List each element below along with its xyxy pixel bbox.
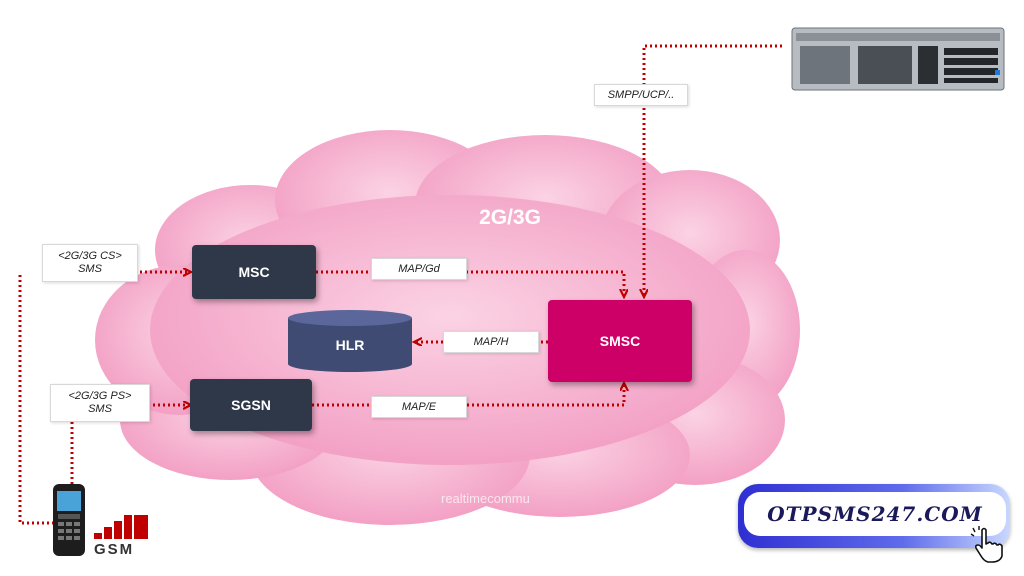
site-badge-text: OTPSMS247.COM	[767, 502, 983, 526]
hlr-node[interactable]	[288, 310, 412, 372]
smsc-node[interactable]: SMSC	[548, 300, 692, 382]
gsm-logo-text: GSM	[94, 541, 134, 558]
msc-label: MSC	[238, 264, 270, 280]
msc-node[interactable]: MSC	[192, 245, 316, 299]
gsm-logo: GSM	[94, 515, 148, 558]
map-gd-label: MAP/Gd	[371, 258, 467, 280]
site-badge[interactable]: OTPSMS247.COM	[738, 484, 1010, 548]
phone-to-cs-line	[18, 272, 54, 525]
sgsn-label: SGSN	[231, 397, 271, 413]
map-e-label: MAP/E	[371, 396, 467, 418]
server-smsc-arrow	[644, 44, 782, 296]
watermark-text: realtimecommu	[441, 491, 530, 506]
site-badge-inner: OTPSMS247.COM	[744, 492, 1006, 536]
map-h-label: MAP/H	[443, 331, 539, 353]
sgsn-smsc-arrow	[312, 384, 624, 407]
server-icon	[791, 27, 1005, 91]
sgsn-node[interactable]: SGSN	[190, 379, 312, 431]
smpp-label: SMPP/UCP/..	[594, 84, 688, 106]
hlr-label-box: HLR	[288, 322, 412, 368]
pointer-hand-icon	[970, 526, 1003, 563]
cloud-shape	[95, 130, 800, 525]
cs-sms-label: <2G/3G CS> SMS	[42, 244, 138, 282]
ps-sms-label: <2G/3G PS> SMS	[50, 384, 150, 422]
mobile-phone-icon	[53, 484, 85, 556]
network-title: 2G/3G	[479, 206, 541, 229]
hlr-label: HLR	[335, 337, 365, 353]
smsc-label: SMSC	[599, 333, 641, 349]
